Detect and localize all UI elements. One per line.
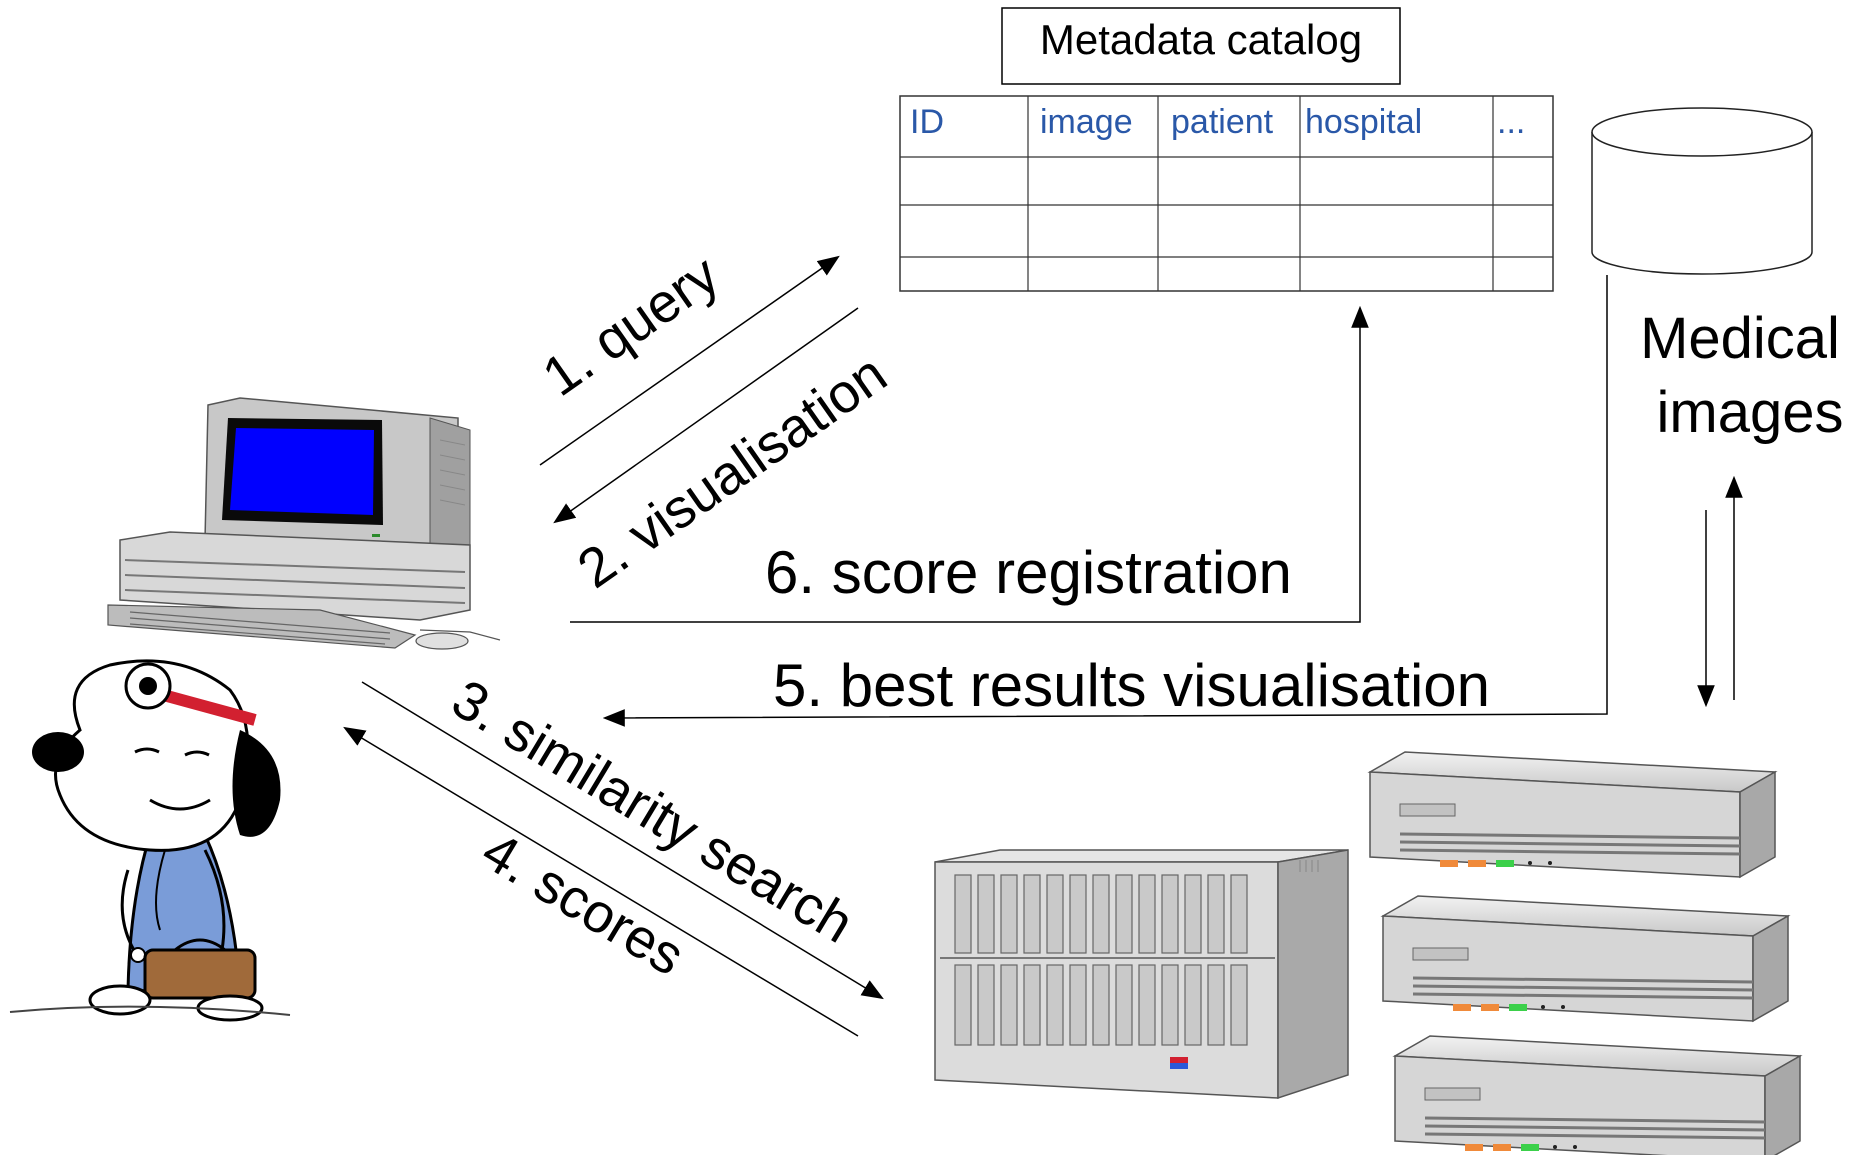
catalog-table: ID image patient hospital ... [899, 95, 1554, 292]
database-cylinder-icon [1591, 107, 1813, 275]
catalog-col-hospital: hospital [1305, 103, 1422, 141]
catalog-title: Metadata catalog [1040, 16, 1362, 63]
doctor-character-icon [9, 659, 291, 1022]
label-score-registration: 6. score registration [765, 539, 1292, 606]
desktop-computer-icon [107, 397, 501, 650]
storage-label-line1: Medical [1640, 306, 1840, 371]
label-best-results: 5. best results visualisation [773, 652, 1490, 719]
compute-cluster-icon [934, 849, 1349, 1100]
arrows [343, 255, 1743, 1037]
catalog-col-patient: patient [1171, 103, 1274, 141]
monitor-screen [230, 428, 374, 515]
arrow-query [539, 255, 840, 466]
arrow-scores [343, 726, 859, 1037]
catalog-col-more: ... [1497, 103, 1525, 141]
catalog-col-image: image [1040, 103, 1133, 141]
arrow-visualisation [553, 307, 859, 524]
catalog-title-box [1001, 7, 1401, 85]
label-query: 1. query [531, 243, 730, 408]
metadata-catalog: Metadata catalog ID image patient hospit… [899, 7, 1554, 292]
storage-label-line2: images [1657, 380, 1844, 445]
catalog-col-id: ID [910, 103, 944, 141]
arrow-score-registration [570, 305, 1369, 623]
server-rack-icon [1368, 750, 1802, 1155]
arrow-similarity-search [361, 681, 884, 1000]
arrow-best-results [602, 275, 1608, 727]
